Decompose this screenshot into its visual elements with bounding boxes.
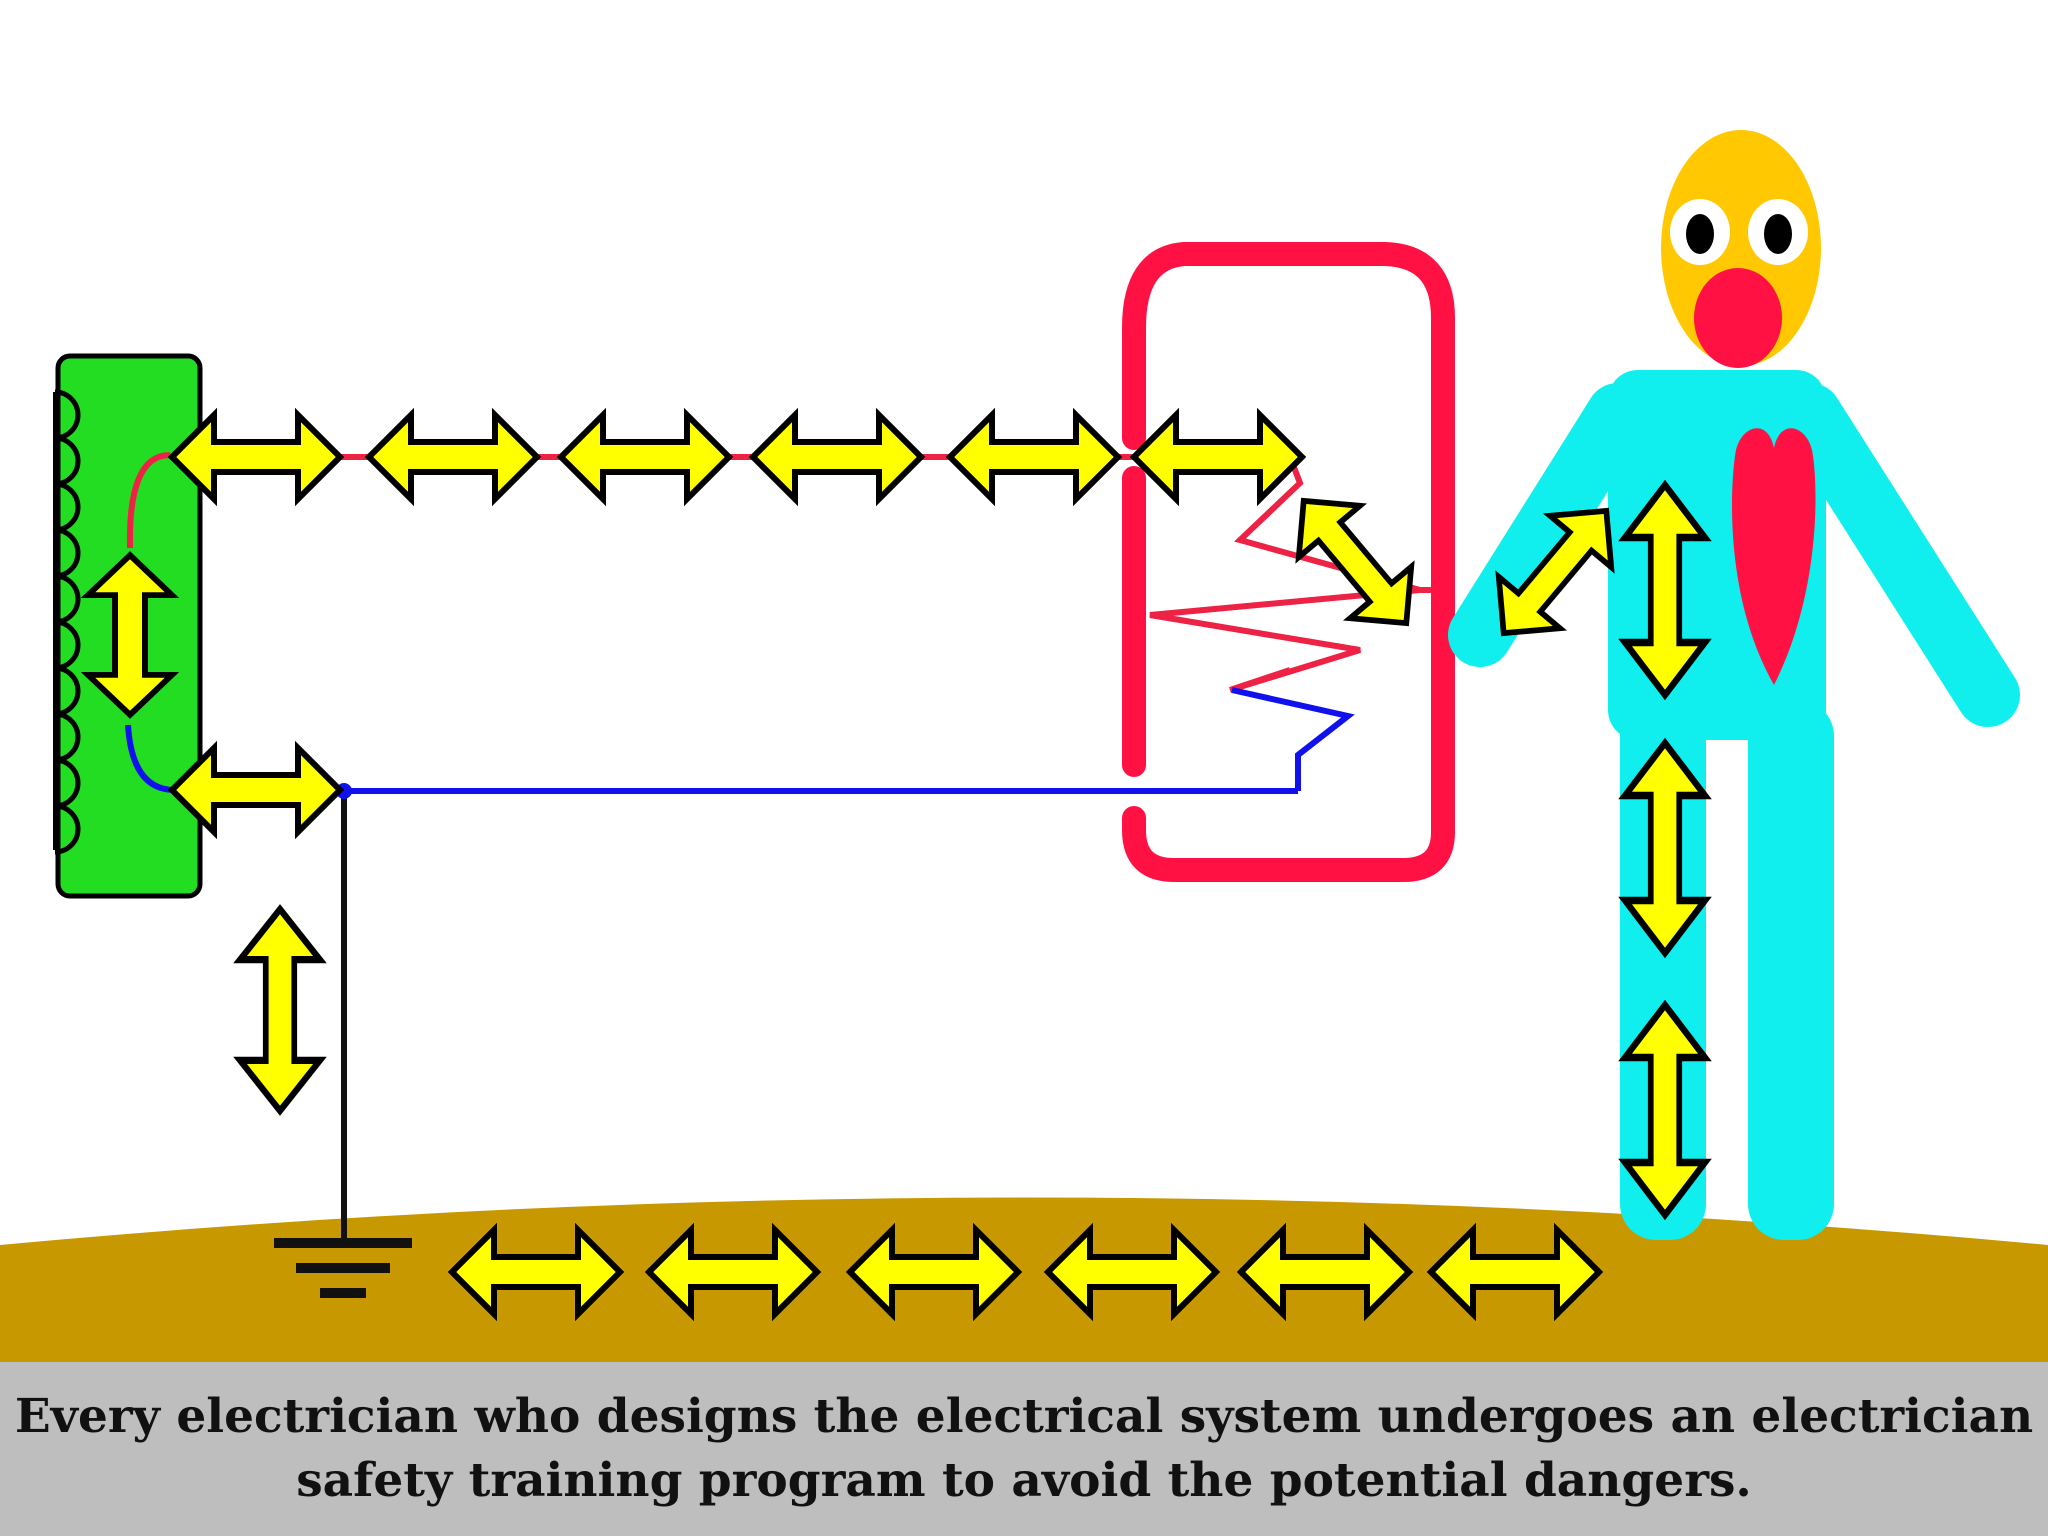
double-arrow-icon bbox=[561, 415, 729, 499]
person-left-pupil bbox=[1686, 214, 1714, 254]
double-arrow-icon bbox=[172, 748, 340, 832]
person-left-leg bbox=[1620, 700, 1706, 1240]
double-arrow-icon bbox=[1134, 415, 1302, 499]
earth-wire bbox=[336, 783, 352, 1240]
person-right-pupil bbox=[1764, 214, 1792, 254]
double-arrow-icon bbox=[950, 415, 1118, 499]
caption-line-1: Every electrician who designs the electr… bbox=[14, 1389, 2034, 1444]
person-icon bbox=[1448, 130, 2020, 1240]
double-arrow-icon bbox=[369, 415, 537, 499]
double-arrow-icon bbox=[1273, 475, 1437, 649]
ground-symbol-icon bbox=[274, 1238, 412, 1298]
caption-line-2: safety training program to avoid the pot… bbox=[296, 1453, 1752, 1508]
heart-icon bbox=[1732, 428, 1816, 685]
person-mouth bbox=[1694, 268, 1782, 368]
neutral-wire bbox=[125, 687, 1355, 794]
earth-ground-surface bbox=[0, 1197, 2048, 1362]
caption-bar: Every electrician who designs the electr… bbox=[0, 1362, 2048, 1536]
live-wire bbox=[126, 452, 1432, 693]
double-arrow-icon bbox=[172, 415, 340, 499]
appliance-heater-icon bbox=[1122, 242, 1455, 882]
person-right-arm bbox=[1778, 383, 2020, 727]
double-arrow-icon bbox=[240, 909, 320, 1111]
double-arrow-icon bbox=[753, 415, 921, 499]
person-right-leg bbox=[1748, 700, 1834, 1240]
